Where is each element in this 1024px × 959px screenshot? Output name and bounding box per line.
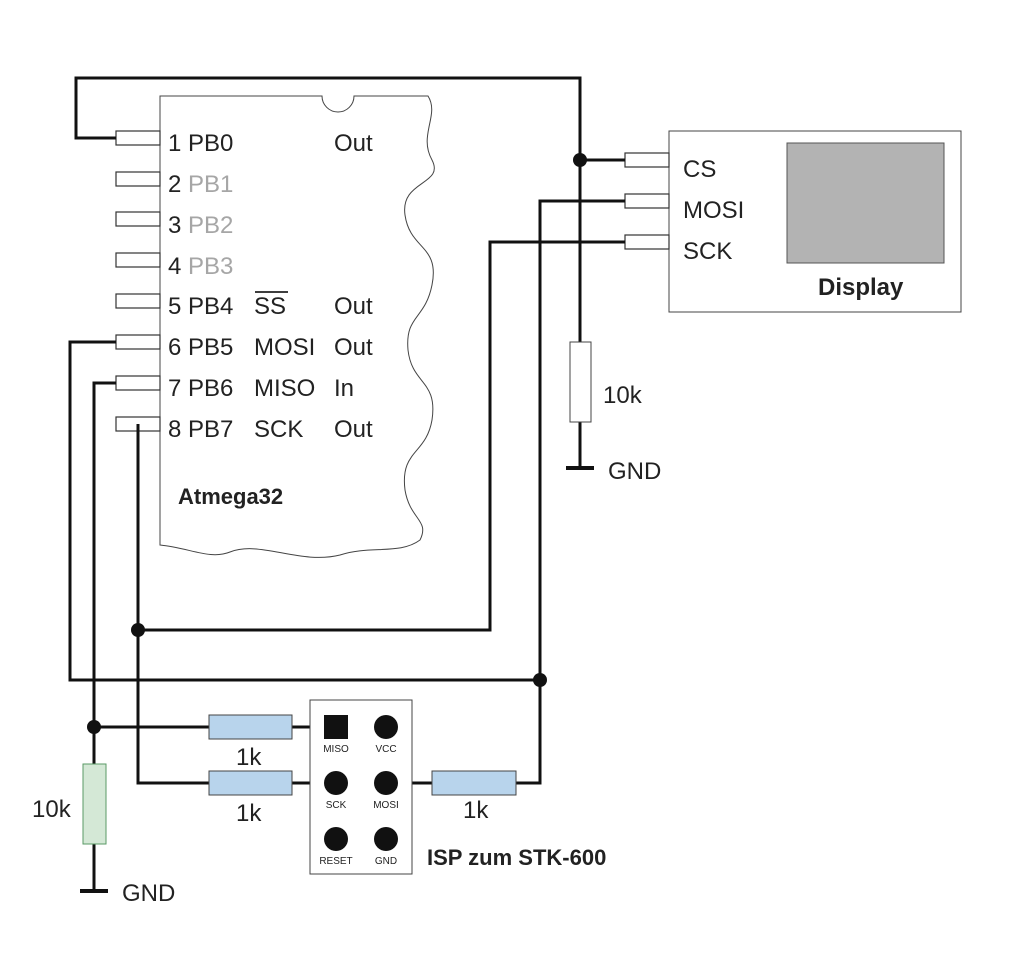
isp-pin-miso [324,715,348,739]
mcu-name: Atmega32 [178,484,283,509]
resistor-miso-pulldown [82,763,107,845]
svg-text:4 PB3: 4 PB3 [168,253,233,280]
isp-label-reset: RESET [319,856,352,867]
wire-miso [92,381,116,764]
pin-port: PB0 [188,130,233,157]
pin-dir: Out [334,293,373,320]
isp-label-sck: SCK [326,800,347,811]
isp-title: ISP zum STK-600 [427,845,606,870]
junction-dot [131,623,145,637]
wire-display-mosi [538,199,625,680]
junction-dot [573,153,587,167]
mcu-pin-pads [115,130,161,432]
isp-label-miso: MISO [323,744,349,755]
junction-dot [533,673,547,687]
svg-text:2 PB1: 2 PB1 [168,171,233,198]
display-pad-cs [624,152,670,168]
pin-pad-5 [115,293,161,309]
gnd-label-right: GND [608,458,661,485]
resistor-mosi-series [431,770,517,796]
junctions [87,153,587,734]
pin-dir: In [334,375,354,402]
pin-dir: Out [334,130,373,157]
isp-pin-gnd [374,827,398,851]
resistor-cs-pulldown-label: 10k [603,382,643,409]
resistor-miso-series [208,714,293,740]
pin-pad-6 [115,334,161,350]
display-pin-mosi: MOSI [683,197,744,224]
isp-label-gnd: GND [375,856,397,867]
junction-dot [87,720,101,734]
pin-func: SS [254,293,286,320]
pin-func: SCK [254,416,303,443]
resistor-miso-series-label: 1k [236,744,262,771]
display-screen [786,142,945,264]
display-pin-pads [624,152,670,250]
display-pin-cs: CS [683,156,716,183]
isp-label-vcc: VCC [375,744,396,755]
mcu-pin-labels: 1 PB0 Out 2 PB1 3 PB2 4 PB3 5 PB4 SS Out… [168,130,373,443]
resistor-mosi-series-label: 1k [463,797,489,824]
gnd-label-left: GND [122,880,175,907]
resistor-sck-series [208,770,293,796]
display-pin-sck: SCK [683,238,732,265]
pin-pad-1 [115,130,161,146]
pin-func: MISO [254,375,315,402]
wires [68,76,625,891]
isp-pin-sck [324,771,348,795]
pin-port: PB1 [188,171,233,198]
display-pad-mosi [624,193,670,209]
mcu-body [159,95,435,558]
pin-num: 6 [168,334,181,361]
pin-port: PB6 [188,375,233,402]
isp-pin-reset [324,827,348,851]
wire-cs [74,76,625,162]
isp-label-mosi: MOSI [373,800,399,811]
display-title: Display [818,274,904,301]
pin-port: PB2 [188,212,233,239]
display-pad-sck [624,234,670,250]
pin-port: PB4 [188,293,233,320]
svg-text:1 PB0: 1 PB0 [168,130,233,157]
svg-text:6 PB5: 6 PB5 [168,334,233,361]
pin-port: PB5 [188,334,233,361]
svg-text:5 PB4: 5 PB4 [168,293,233,320]
resistor-cs-pulldown [569,341,592,423]
pin-num: 8 [168,416,181,443]
pin-num: 3 [168,212,181,239]
pin-dir: Out [334,416,373,443]
wire-sck [136,424,209,785]
resistor-sck-series-label: 1k [236,800,262,827]
pin-num: 1 [168,130,181,157]
pin-pad-3 [115,211,161,227]
pin-pad-2 [115,171,161,187]
pin-num: 7 [168,375,181,402]
isp-pin-vcc [374,715,398,739]
pin-dir: Out [334,334,373,361]
svg-text:3 PB2: 3 PB2 [168,212,233,239]
wire-mosi [68,340,540,682]
pin-pad-7 [115,375,161,391]
svg-text:7 PB6: 7 PB6 [168,375,233,402]
pin-port: PB7 [188,416,233,443]
pin-port: PB3 [188,253,233,280]
pin-num: 2 [168,171,181,198]
wire-display-sck [138,240,625,632]
pin-func: MOSI [254,334,315,361]
wire-mosi-isp [516,680,542,785]
resistor-miso-pulldown-label: 10k [32,796,72,823]
pin-num: 5 [168,293,181,320]
pin-num: 4 [168,253,181,280]
svg-text:8 PB7: 8 PB7 [168,416,233,443]
pin-pad-4 [115,252,161,268]
isp-pin-mosi [374,771,398,795]
